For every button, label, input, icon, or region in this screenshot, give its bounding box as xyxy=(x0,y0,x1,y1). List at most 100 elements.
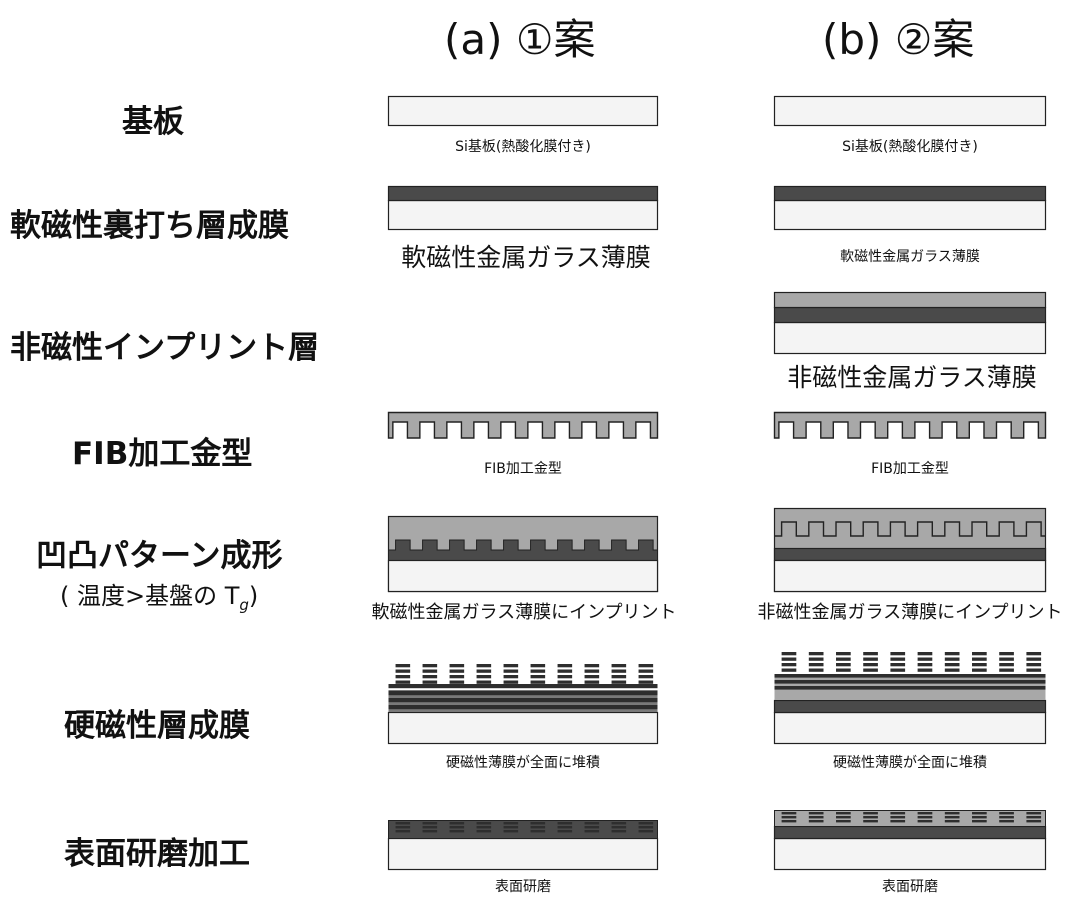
a-hard-bump xyxy=(638,675,654,679)
a-polish-mark xyxy=(530,822,546,825)
b-hard-bump xyxy=(863,668,878,672)
a-hard-bump xyxy=(557,664,573,668)
a-hard-bump xyxy=(395,669,411,673)
b-hard-bump xyxy=(1026,668,1042,672)
a-polish-mark xyxy=(449,822,465,825)
b-hard-bump xyxy=(808,657,824,661)
a-hard-bump xyxy=(476,680,492,684)
a-hard-bump xyxy=(638,669,654,673)
a-polish-mark xyxy=(557,830,573,833)
b-polish-mark xyxy=(808,820,824,823)
b-polish-mark xyxy=(972,816,987,819)
b-polish-mark xyxy=(863,812,878,815)
b-polish-diagram xyxy=(773,810,1047,871)
a-hard-bump xyxy=(503,669,519,673)
a-hard-bump xyxy=(503,680,519,684)
a-hard-bump xyxy=(584,669,600,673)
b-hard-bump xyxy=(999,668,1014,672)
b-polish-mark xyxy=(781,812,797,815)
a-polish-mark xyxy=(449,830,465,833)
step-label-fib-mold: FIB加工金型 xyxy=(72,436,253,472)
a-polish-mark xyxy=(584,830,600,833)
a-polish-mark xyxy=(638,830,654,833)
a-hard-stripe xyxy=(388,684,658,689)
a-pattern-diagram xyxy=(387,515,659,593)
b-polish-mark xyxy=(1026,820,1042,823)
a-fib-mold-diagram xyxy=(387,411,659,439)
column-header-b: (b) ②案 xyxy=(822,15,975,64)
a-polish-mark xyxy=(584,822,600,825)
a-polish-mark xyxy=(611,822,627,825)
b-hard-bump xyxy=(1026,657,1042,661)
a-hard-bump xyxy=(611,680,627,684)
b-hard-bump xyxy=(808,668,824,672)
b-nonmag-layer-diagram xyxy=(773,291,1047,355)
step-label-soft-layer: 軟磁性裏打ち層成膜 xyxy=(10,208,289,244)
b-hard-bump xyxy=(863,657,878,661)
a-hard-bump xyxy=(611,664,627,668)
b-hard-caption: 硬磁性薄膜が全面に堆積 xyxy=(833,755,987,771)
b-hard-bump xyxy=(972,657,987,661)
b-polish-mark xyxy=(917,812,933,815)
a-hard-bump xyxy=(422,675,438,679)
a-hard-bump xyxy=(449,669,465,673)
a-polish-mark xyxy=(422,822,438,825)
b-polish-mark xyxy=(999,812,1014,815)
b-hard-bump xyxy=(917,657,933,661)
b-fib-caption: FIB加工金型 xyxy=(871,461,949,477)
b-hard-bump xyxy=(972,663,987,667)
b-polish-mark xyxy=(781,820,797,823)
a-polish-mark xyxy=(638,822,654,825)
a-hard-bump xyxy=(395,680,411,684)
a-hard-caption: 硬磁性薄膜が全面に堆積 xyxy=(446,755,600,771)
a-hard-bump xyxy=(395,675,411,679)
b-hard-bump xyxy=(781,663,797,667)
a-hard-stripe xyxy=(388,705,658,710)
a-soft-layer-diagram xyxy=(387,185,659,231)
b-hard-bump xyxy=(781,657,797,661)
b-soft-caption: 軟磁性金属ガラス薄膜 xyxy=(840,249,980,265)
b-polish-mark xyxy=(917,816,933,819)
b-hard-stripe xyxy=(774,686,1046,690)
a-hard-bump xyxy=(584,675,600,679)
b-hard-stripe xyxy=(774,680,1046,684)
b-polish-mark xyxy=(917,820,933,823)
a-polish-mark xyxy=(503,822,519,825)
a-hard-bump xyxy=(530,680,546,684)
b-polish-mark xyxy=(890,812,906,815)
a-hard-bump xyxy=(476,669,492,673)
a-polish-mark xyxy=(557,826,573,829)
b-hard-bump xyxy=(999,652,1014,656)
b-hard-bump xyxy=(836,652,851,656)
a-polish-mark xyxy=(449,826,465,829)
a-polish-mark xyxy=(476,826,492,829)
b-polish-mark xyxy=(808,812,824,815)
a-hard-bump xyxy=(638,664,654,668)
b-polish-mark xyxy=(863,820,878,823)
b-substrate-diagram xyxy=(773,95,1047,127)
a-polish-mark xyxy=(530,826,546,829)
step-note-temperature: ( 温度>基盤の Tg) xyxy=(60,582,259,614)
b-polish-mark xyxy=(836,812,851,815)
a-hard-layer-diagram xyxy=(387,664,659,745)
a-polish-mark xyxy=(638,826,654,829)
b-polish-mark xyxy=(944,820,960,823)
a-polish-mark xyxy=(611,830,627,833)
b-polish-mark xyxy=(1026,812,1042,815)
b-hard-bump xyxy=(999,663,1014,667)
a-polish-mark xyxy=(395,822,411,825)
a-polish-diagram xyxy=(387,820,659,871)
column-header-a: (a) ①案 xyxy=(444,15,596,64)
a-polish-mark xyxy=(503,830,519,833)
a-polish-mark xyxy=(503,826,519,829)
b-hard-bump xyxy=(1026,652,1042,656)
a-polish-mark xyxy=(611,826,627,829)
a-fib-caption: FIB加工金型 xyxy=(484,461,562,477)
b-hard-bump xyxy=(890,652,906,656)
a-hard-stripe xyxy=(388,698,658,703)
b-hard-bump xyxy=(836,663,851,667)
b-soft-layer-diagram xyxy=(773,185,1047,231)
a-hard-bump xyxy=(557,680,573,684)
a-hard-bump xyxy=(422,669,438,673)
b-hard-bump xyxy=(917,668,933,672)
